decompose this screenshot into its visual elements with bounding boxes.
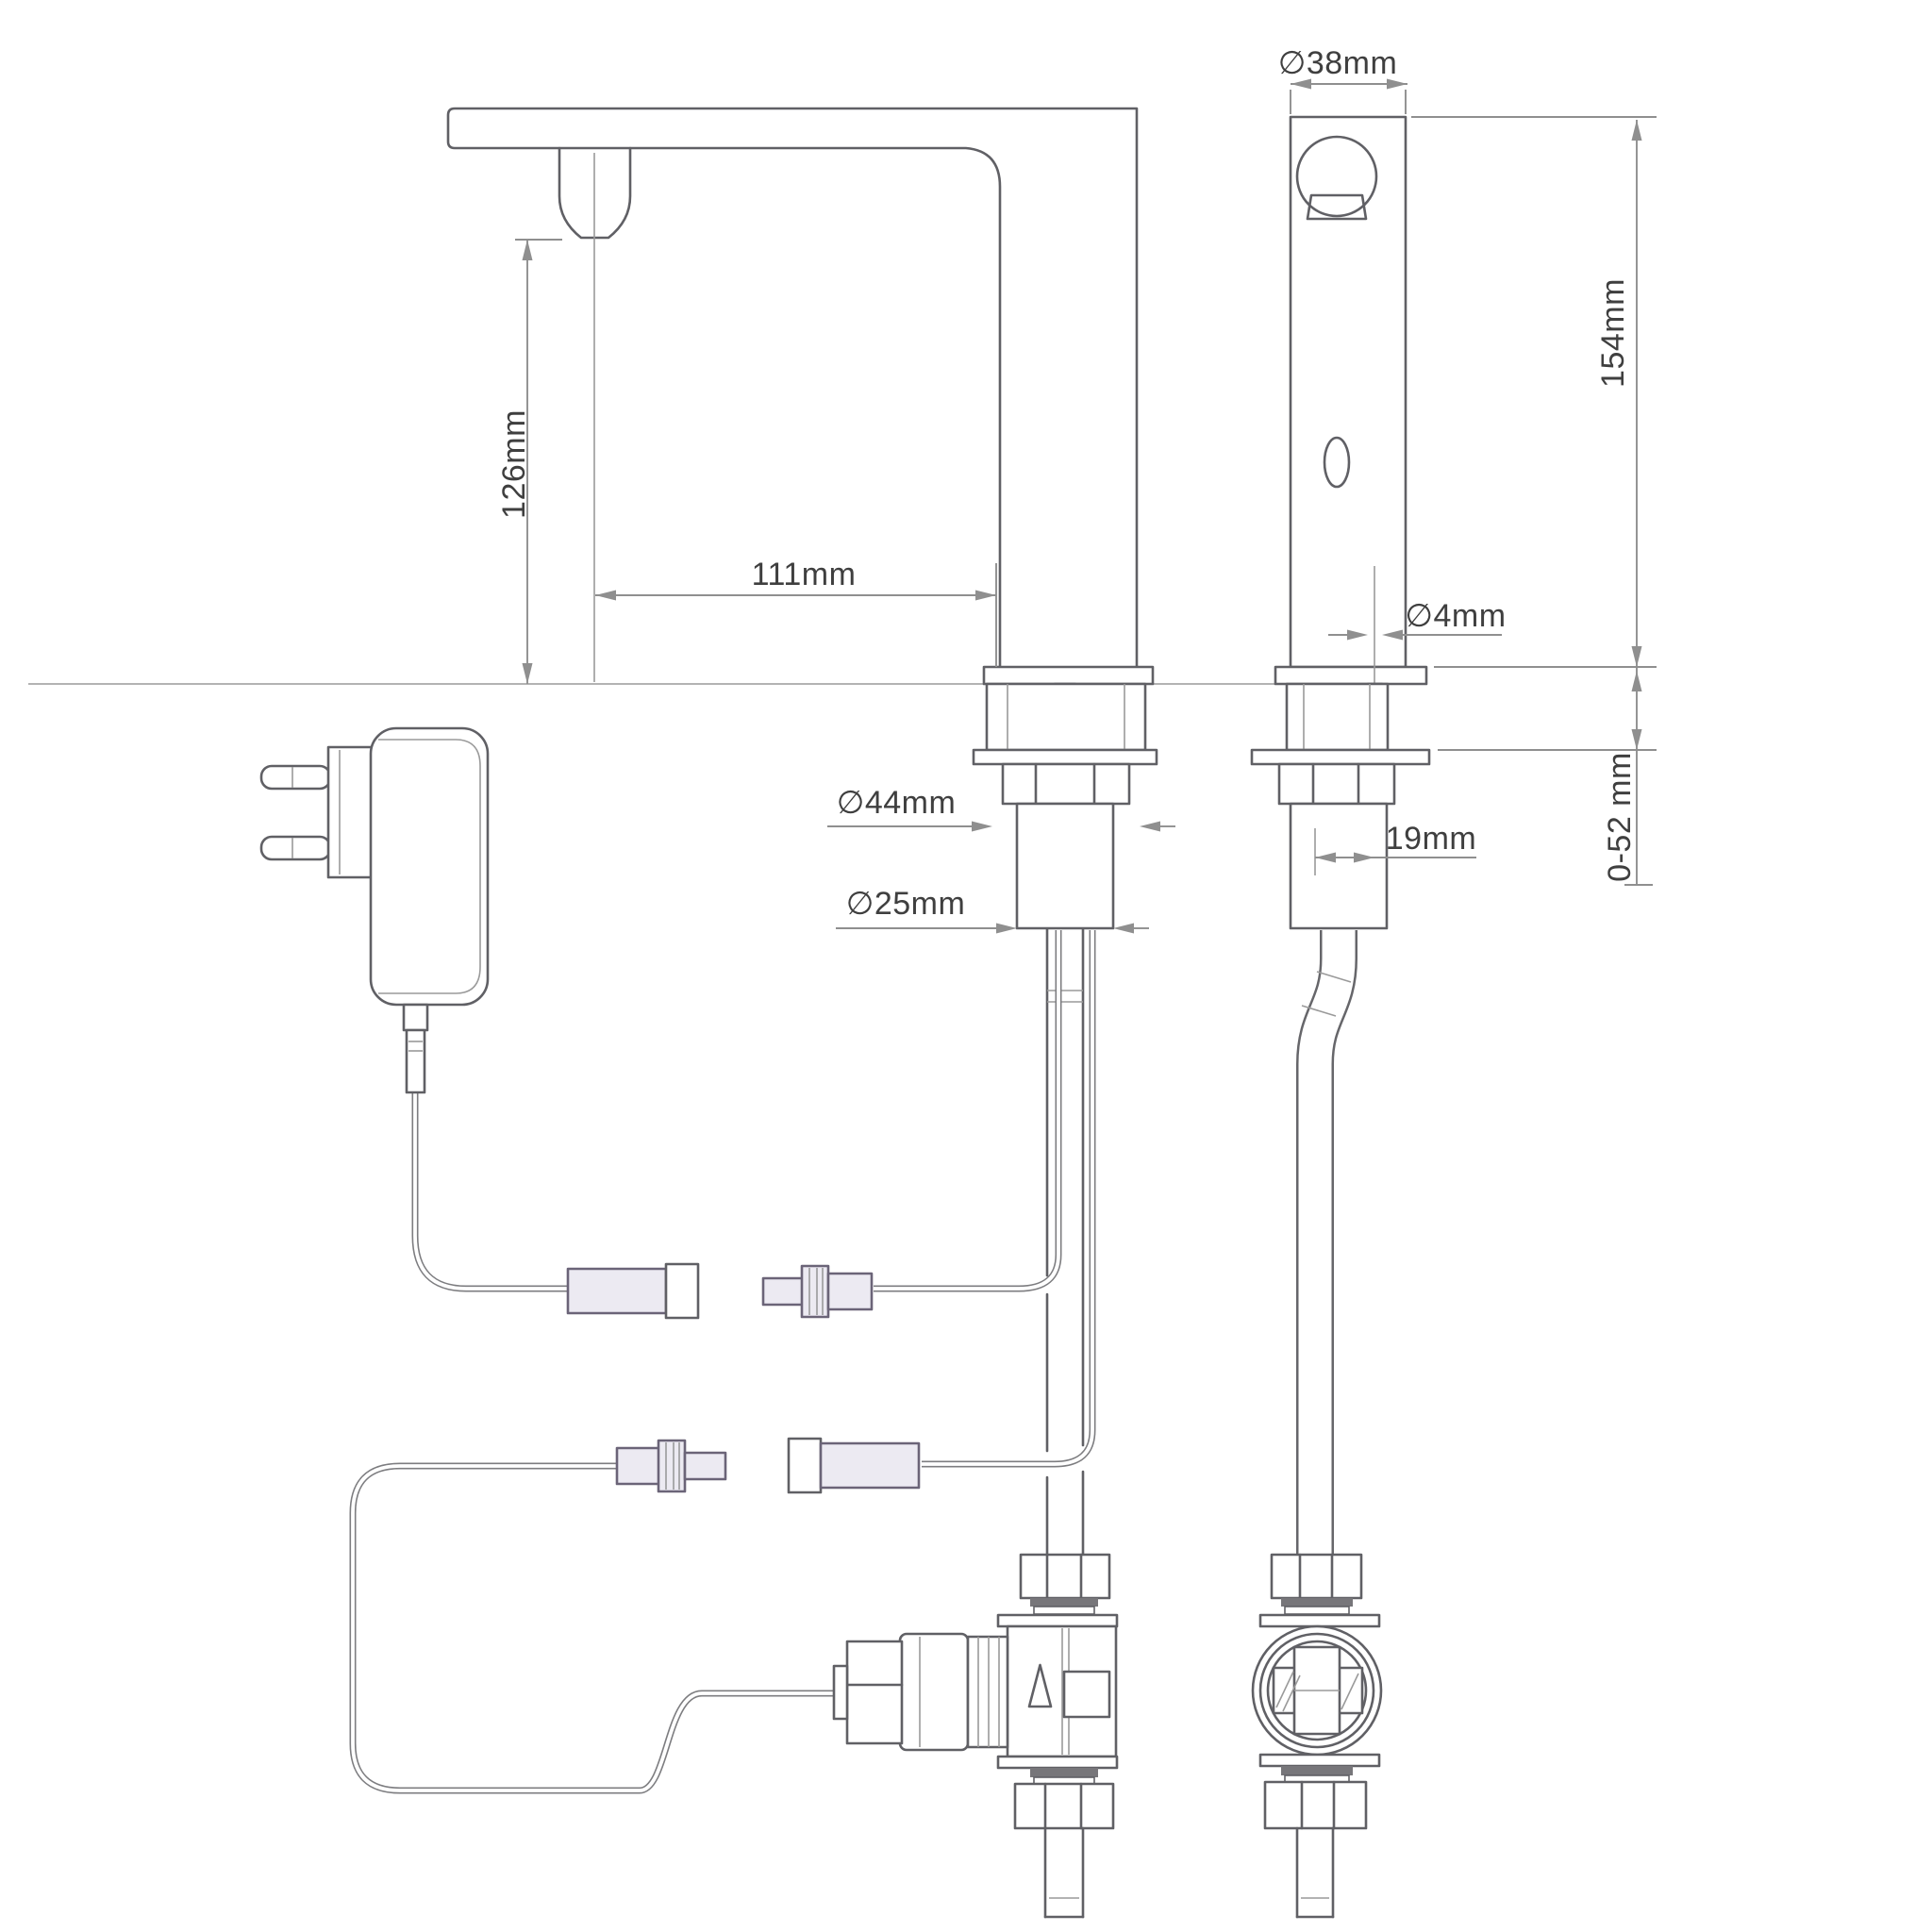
valve-bottom-pipe <box>1043 1826 1085 1919</box>
plug-pin-top <box>259 764 332 791</box>
mounting-washer <box>972 748 1158 766</box>
power-adapter <box>259 726 490 1094</box>
shank-tube <box>1015 802 1115 930</box>
base-flange-front <box>1274 665 1428 686</box>
flow-direction-arrow <box>1027 1663 1053 1708</box>
female-connector-barrel <box>566 1267 668 1315</box>
faucet-side-view <box>446 107 1158 930</box>
outlet-bracket <box>1306 193 1368 221</box>
side-view-supply-hose <box>1045 926 1085 1557</box>
valve-bottom-nut-front <box>1263 1780 1368 1830</box>
label-deck-thickness: 0-52 mm <box>1602 752 1638 882</box>
valve-bottom-plate-front <box>1258 1753 1381 1768</box>
female-connector-cap-lower <box>787 1437 823 1494</box>
label-spout-diameter: ∅38mm <box>1278 45 1398 81</box>
dimension-deck-thickness: 0-52 mm <box>1438 667 1657 886</box>
female-connector-cap <box>664 1262 700 1320</box>
male-connector-body-lower <box>615 1446 662 1486</box>
adapter-cable <box>411 1092 568 1292</box>
dimension-base-diameter: ∅44mm <box>827 785 1175 832</box>
dimension-spout-height: 126mm <box>496 239 562 684</box>
threaded-shank-front <box>1285 682 1390 752</box>
lower-connector-pair <box>615 1437 921 1494</box>
label-shank-diameter: ∅25mm <box>846 886 966 922</box>
male-connector-collar-lower <box>657 1439 687 1493</box>
valve-bottom-plate <box>996 1755 1119 1770</box>
male-connector-body <box>826 1272 874 1311</box>
plug-face-plate <box>326 745 376 879</box>
lock-nut <box>1001 762 1131 806</box>
dimension-spout-diameter: ∅38mm <box>1278 45 1407 114</box>
dimension-pipe-offset: 19mm <box>1314 821 1476 875</box>
label-spout-height: 126mm <box>496 409 532 519</box>
label-pin-diameter: ∅4mm <box>1405 598 1506 634</box>
valve-top-plate <box>996 1613 1119 1628</box>
plug-pin-bottom <box>259 835 332 861</box>
faucet-cable-lower <box>922 930 1096 1468</box>
adapter-body-inner-line <box>378 739 481 994</box>
mounting-washer-front <box>1250 748 1431 766</box>
valve-rotor <box>1272 1645 1364 1736</box>
sensor-window <box>1323 436 1351 489</box>
lock-nut-front <box>1277 762 1396 806</box>
faucet-front-view <box>1250 115 1431 930</box>
valve-top-nut <box>1019 1553 1111 1600</box>
dimension-pin-diameter: ∅4mm <box>1328 598 1506 641</box>
female-connector-barrel-lower <box>819 1441 921 1490</box>
spout-and-body-outline <box>446 107 1139 669</box>
strain-relief <box>405 1028 426 1094</box>
dimension-spout-reach: 111mm <box>595 557 997 667</box>
male-connector-collar <box>800 1264 830 1319</box>
label-base-diameter: ∅44mm <box>837 785 957 821</box>
upper-connector-pair <box>566 1262 874 1320</box>
valve-cable-loop <box>349 1462 835 1794</box>
shank-tube-front <box>1289 802 1389 930</box>
threaded-shank <box>985 682 1147 752</box>
valve-top-nut-front <box>1270 1553 1363 1600</box>
front-view-supply-pipe <box>1296 930 1357 1556</box>
solenoid-valve-side-view <box>832 1553 1119 1919</box>
faucet-cable-upper <box>874 930 1062 1292</box>
label-pipe-offset: 19mm <box>1386 821 1476 857</box>
solenoid-valve-front-view <box>1251 1553 1383 1919</box>
male-connector-tip-lower <box>683 1451 727 1481</box>
valve-bottom-pipe-front <box>1295 1826 1335 1919</box>
valve-bottom-nut <box>1013 1782 1115 1830</box>
coil-gasket <box>966 1635 1009 1749</box>
solenoid-plug <box>832 1640 904 1745</box>
male-connector-tip <box>761 1276 806 1307</box>
sensor-cables <box>349 930 1096 1794</box>
dimension-shank-diameter: ∅25mm <box>836 886 1149 934</box>
valve-piston <box>1062 1670 1111 1719</box>
adapter-body <box>369 726 490 1007</box>
cable-neck <box>402 1003 429 1032</box>
base-flange <box>982 665 1155 686</box>
label-body-height: 154mm <box>1595 278 1631 388</box>
valve-top-plate-front <box>1258 1613 1381 1628</box>
solenoid-coil <box>898 1632 970 1752</box>
dimension-body-height: 154mm <box>1411 116 1657 668</box>
label-spout-reach: 111mm <box>752 557 857 592</box>
